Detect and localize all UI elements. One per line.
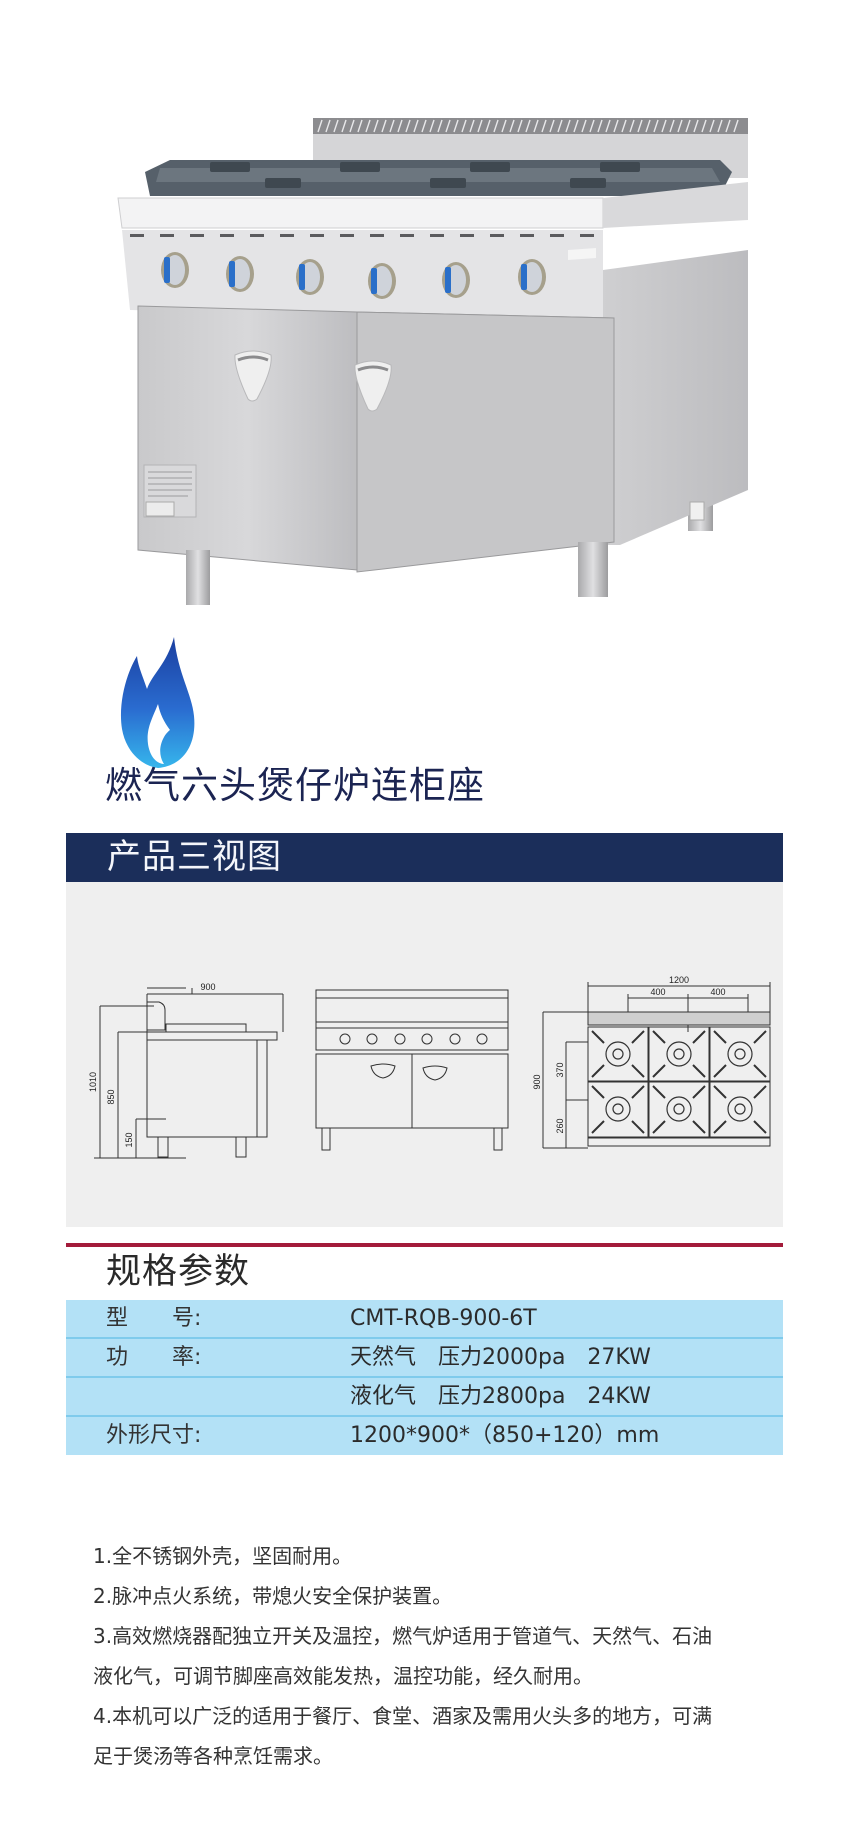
three-view-drawings: 900 1010 850 150 1200 400 400 900 370 26… — [66, 882, 783, 1227]
spec-value: 天然气 压力2000pa 27KW — [350, 1345, 651, 1370]
table-row: 型 号: CMT-RQB-900-6T — [66, 1300, 783, 1339]
section-header-views: 产品三视图 — [66, 833, 783, 882]
dim-top-depth: 900 — [532, 1074, 542, 1089]
specs-heading: 规格参数 — [106, 1252, 251, 1292]
spec-label: 功 率: — [106, 1345, 202, 1370]
feature-line: 2.脉冲点火系统，带熄火安全保护装置。 — [93, 1584, 453, 1608]
section-heading: 产品三视图 — [107, 837, 282, 877]
dim-side-width: 900 — [200, 982, 215, 992]
flame-icon — [112, 634, 200, 770]
section-divider — [66, 1243, 783, 1247]
feature-line: 1.全不锈钢外壳，坚固耐用。 — [93, 1544, 353, 1568]
feature-line: 液化气，可调节脚座高效能发热，温控功能，经久耐用。 — [93, 1664, 593, 1688]
table-row: 功 率: 天然气 压力2000pa 27KW — [66, 1339, 783, 1378]
feature-list: 1.全不锈钢外壳，坚固耐用。 2.脉冲点火系统，带熄火安全保护装置。 3.高效燃… — [93, 1536, 783, 1776]
feature-line: 4.本机可以广泛的适用于餐厅、食堂、酒家及需用火头多的地方，可满 — [93, 1704, 713, 1728]
feature-line: 3.高效燃烧器配独立开关及温控，燃气炉适用于管道气、天然气、石油 — [93, 1624, 713, 1648]
dim-top-pitch-left: 400 — [650, 987, 665, 997]
top-view-drawing — [542, 982, 771, 1149]
table-row: 外形尺寸: 1200*900*（850+120）mm — [66, 1417, 783, 1455]
dim-top-row-pitch: 370 — [555, 1062, 565, 1077]
dim-side-top-height: 850 — [106, 1089, 116, 1104]
table-row: 液化气 压力2800pa 24KW — [66, 1378, 783, 1417]
dim-side-total-height: 1010 — [88, 1072, 98, 1092]
feature-line: 足于煲汤等各种烹饪需求。 — [93, 1744, 333, 1768]
dim-top-width: 1200 — [669, 975, 689, 985]
specs-table: 型 号: CMT-RQB-900-6T 功 率: 天然气 压力2000pa 27… — [66, 1300, 783, 1455]
spec-value: 液化气 压力2800pa 24KW — [350, 1384, 651, 1409]
spec-value: CMT-RQB-900-6T — [350, 1306, 537, 1331]
dim-top-front-offset: 260 — [555, 1118, 565, 1133]
dim-side-leg: 150 — [124, 1132, 134, 1147]
spec-label: 型 号: — [106, 1306, 202, 1331]
knob-icons — [161, 252, 546, 299]
spec-label: 外形尺寸: — [106, 1423, 202, 1448]
side-view-drawing — [94, 987, 284, 1159]
product-photo — [100, 110, 760, 610]
dim-top-pitch-right: 400 — [710, 987, 725, 997]
product-title: 燃气六头煲仔炉连柜座 — [105, 764, 485, 807]
spec-value: 1200*900*（850+120）mm — [350, 1423, 660, 1448]
front-view-drawing — [315, 989, 509, 1151]
